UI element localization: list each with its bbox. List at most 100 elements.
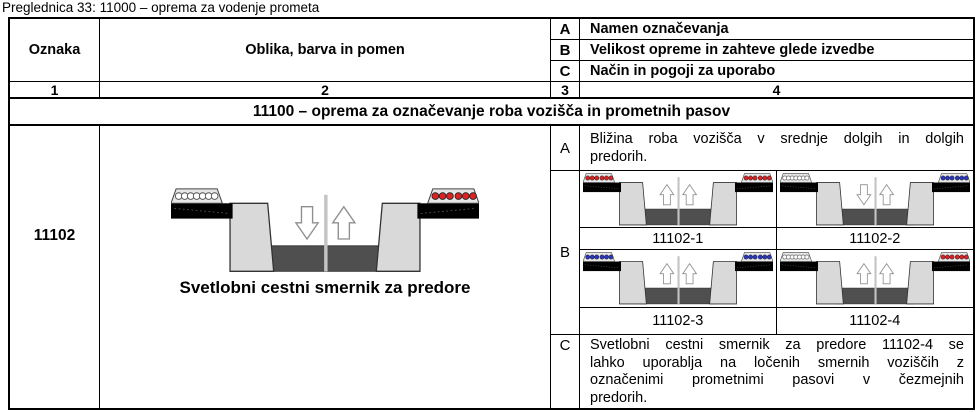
variant-label: 11102-2 [776, 228, 973, 250]
red-light [747, 175, 753, 181]
header-letter-a: A [551, 19, 580, 40]
red-light [603, 175, 609, 181]
variant-label: 11102-1 [580, 228, 777, 250]
red-light [949, 254, 955, 260]
up-arrow-icon [681, 262, 698, 285]
up-arrow-icon [681, 183, 698, 206]
header-letter-c: C [551, 61, 580, 82]
center-divider [874, 177, 877, 225]
header-legend-b: Velikost opreme in zahteve glede izvedbe [580, 40, 973, 61]
left-tunnel-wall [618, 261, 647, 305]
blue-light [585, 254, 590, 260]
header-col-oblika: Oblika, barva in pomen [100, 19, 551, 82]
text-line: označenimi prometnimi pasovi v čezmejnih [590, 372, 964, 388]
up-arrow-icon [659, 262, 675, 285]
blue-light [959, 175, 964, 181]
red-light [944, 254, 950, 260]
center-divider [324, 194, 328, 272]
blue-light [940, 175, 946, 181]
red-light [585, 175, 590, 181]
red-light [954, 254, 960, 260]
left-tunnel-wall [618, 182, 647, 226]
blue-light [752, 254, 758, 260]
red-light [469, 192, 477, 200]
blue-light [599, 254, 605, 260]
red-light [608, 175, 614, 181]
white-light [210, 192, 219, 200]
right-ledge-bar [417, 203, 479, 219]
red-light [959, 254, 964, 260]
right-ledge-bar [734, 182, 773, 193]
right-tunnel-wall [905, 182, 934, 226]
column-number-1: 1 [10, 82, 100, 99]
red-light [599, 175, 605, 181]
red-light [940, 254, 946, 260]
red-light [589, 175, 595, 181]
red-light [757, 175, 763, 181]
red-light [431, 192, 440, 200]
red-light [438, 192, 447, 200]
left-tunnel-wall [229, 202, 275, 272]
red-light [766, 175, 772, 181]
main-tunnel-diagram [171, 188, 479, 273]
red-light [752, 175, 758, 181]
center-divider [677, 177, 680, 225]
red-light [762, 175, 767, 181]
blue-light [603, 254, 609, 260]
blue-light [757, 254, 763, 260]
left-tunnel-wall [815, 182, 844, 226]
left-ledge-bar [779, 261, 818, 272]
red-light [454, 192, 463, 200]
up-arrow-icon [856, 262, 872, 285]
blue-light [747, 254, 753, 260]
up-arrow-icon [659, 183, 675, 206]
blue-light [762, 254, 767, 260]
left-ledge-bar [582, 182, 621, 193]
blue-light [944, 175, 950, 181]
center-divider [677, 256, 680, 304]
tunnel-cross-section-diagram [171, 188, 479, 272]
blue-light [963, 175, 969, 181]
equipment-table: Oznaka Oblika, barva in pomen A Namen oz… [8, 17, 975, 410]
right-ledge-bar [931, 182, 970, 193]
red-light [461, 192, 470, 200]
left-ledge-bar [171, 203, 233, 219]
header-letter-b: B [551, 40, 580, 61]
right-tunnel-wall [708, 261, 737, 305]
down-arrow-icon [294, 206, 320, 241]
tunnel-cross-section-diagram [779, 173, 970, 226]
tunnel-cross-section-diagram [779, 252, 970, 305]
header-legend-a: Namen označevanja [580, 19, 973, 40]
header-col-oznaka: Oznaka [10, 19, 100, 82]
tunnel-cross-section-diagram [582, 173, 773, 226]
right-ledge-bar [931, 261, 970, 272]
entry-caption: Svetlobni cestni smernik za predore [179, 278, 471, 297]
variant-label: 11102-4 [849, 313, 901, 329]
right-tunnel-wall [905, 261, 934, 305]
blue-light [608, 254, 614, 260]
up-arrow-icon [878, 183, 895, 206]
left-tunnel-wall [815, 261, 844, 305]
tunnel-cross-section-diagram [582, 252, 773, 305]
red-light [594, 175, 599, 181]
red-light [743, 175, 749, 181]
text-line: predorih. [590, 149, 648, 165]
blue-light [949, 175, 955, 181]
variant-diagram-11102-4 [776, 250, 973, 308]
entry-text-a: Bližina roba vozišča v srednje dolgih in… [580, 126, 973, 171]
size-variants-grid: 11102-1 11102-2 11102-3 11102-4 [580, 171, 973, 335]
table-title: Preglednica 33: 11000 – oprema za vodenj… [2, 0, 320, 15]
section-header: 11100 – oprema za označevanje roba voziš… [10, 99, 973, 126]
entry-letter-b: B [551, 171, 580, 335]
blue-light [594, 254, 599, 260]
column-number-4: 4 [580, 82, 973, 99]
variant-diagram-11102-3 [580, 250, 777, 308]
blue-light [589, 254, 595, 260]
red-light [963, 254, 969, 260]
right-tunnel-wall [375, 202, 421, 272]
column-number-3: 3 [551, 82, 580, 99]
white-light [804, 175, 810, 181]
blue-light [954, 175, 960, 181]
header-legend-c: Način in pogoji za uporabo [580, 61, 973, 82]
